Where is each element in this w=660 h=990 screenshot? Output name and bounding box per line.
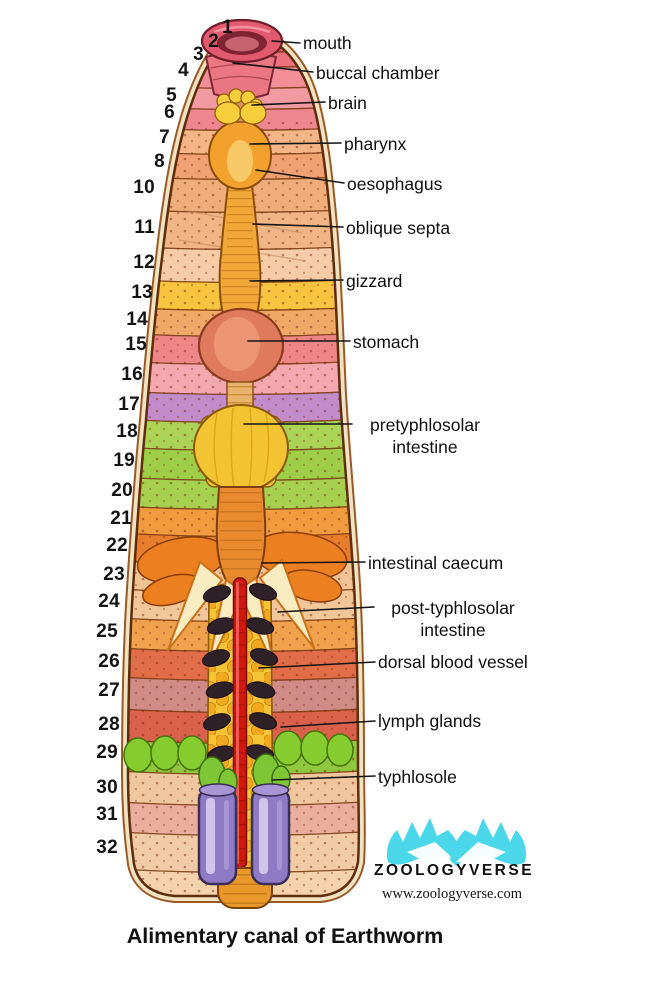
- segment-number: 20: [111, 480, 133, 501]
- segment-number: 23: [103, 564, 125, 585]
- segment-number: 5: [166, 85, 177, 106]
- label-stomach: stomach: [353, 332, 420, 352]
- segment-number: 15: [125, 334, 147, 355]
- label-line: intestine: [392, 437, 458, 457]
- segment-number: 17: [118, 394, 140, 415]
- label-pharynx: pharynx: [344, 134, 407, 154]
- segment-number: 16: [121, 364, 143, 385]
- segment-number: 21: [110, 508, 132, 529]
- segment-number: 22: [106, 535, 128, 556]
- label-pretyphlosolar-intestine: pretyphlosolar intestine: [350, 414, 500, 458]
- typhlosole-organ: [123, 730, 354, 796]
- segment-number: 8: [154, 151, 165, 172]
- leader-lines: [232, 40, 376, 781]
- segment-number: 19: [113, 450, 135, 471]
- label-line: pretyphlosolar: [370, 415, 480, 435]
- label-typhlosole: typhlosole: [378, 767, 457, 787]
- segment-number: 14: [126, 309, 148, 330]
- segment-number: 25: [96, 621, 118, 642]
- figure-caption: Alimentary canal of Earthworm: [126, 924, 444, 948]
- segment-number: 6: [164, 102, 175, 123]
- pharynx-organ: [208, 120, 272, 190]
- label-buccal-chamber: buccal chamber: [316, 63, 440, 83]
- oesophagus-gizzard-tube: [218, 184, 262, 314]
- segment-number: 1: [222, 17, 233, 38]
- segment-number: 12: [133, 252, 155, 273]
- segment-number: 11: [134, 217, 155, 238]
- segment-number: 31: [96, 804, 118, 825]
- label-gizzard: gizzard: [346, 271, 403, 291]
- segment-number: 2: [208, 31, 219, 52]
- segment-number: 3: [193, 44, 204, 65]
- brand-website: www.zoologyverse.com: [382, 886, 522, 902]
- segment-number: 28: [98, 714, 120, 735]
- label-mouth: mouth: [303, 33, 352, 53]
- segment-number: 27: [98, 680, 120, 701]
- segment-number: 10: [133, 177, 155, 198]
- lymph-glands-organ: [201, 583, 279, 763]
- dorsal-blood-vessel-organ: [232, 577, 248, 869]
- pretyphlosolar-intestine-organ: [193, 404, 289, 492]
- brand-name: ZOOLOGYVERSE: [374, 862, 535, 879]
- label-dorsal-blood-vessel: dorsal blood vessel: [378, 652, 528, 672]
- label-line: intestine: [420, 620, 486, 640]
- label-oesophagus: oesophagus: [347, 174, 443, 194]
- alimentary-canal-organs: [123, 18, 354, 909]
- segment-number: 13: [131, 282, 153, 303]
- segment-number: 29: [96, 742, 118, 763]
- label-brain: brain: [328, 93, 367, 113]
- segment-number: 32: [96, 837, 118, 858]
- segment-number: 4: [178, 60, 189, 81]
- label-oblique-septa: oblique septa: [346, 218, 451, 238]
- purple-structures: [197, 783, 291, 886]
- label-intestinal-caecum: intestinal caecum: [368, 553, 504, 573]
- zoologyverse-wolves-logo-icon: [387, 818, 526, 866]
- label-lymph-glands: lymph glands: [378, 711, 482, 731]
- segment-number: 30: [96, 777, 118, 798]
- mouth-organ: [200, 18, 284, 64]
- label-post-typhlosolar-intestine: post-typhlosolar intestine: [374, 597, 532, 641]
- label-line: post-typhlosolar: [391, 598, 515, 618]
- segment-number: 7: [159, 127, 170, 148]
- segment-number: 26: [98, 651, 120, 672]
- segment-number: 24: [98, 591, 120, 612]
- segment-number: 18: [116, 421, 138, 442]
